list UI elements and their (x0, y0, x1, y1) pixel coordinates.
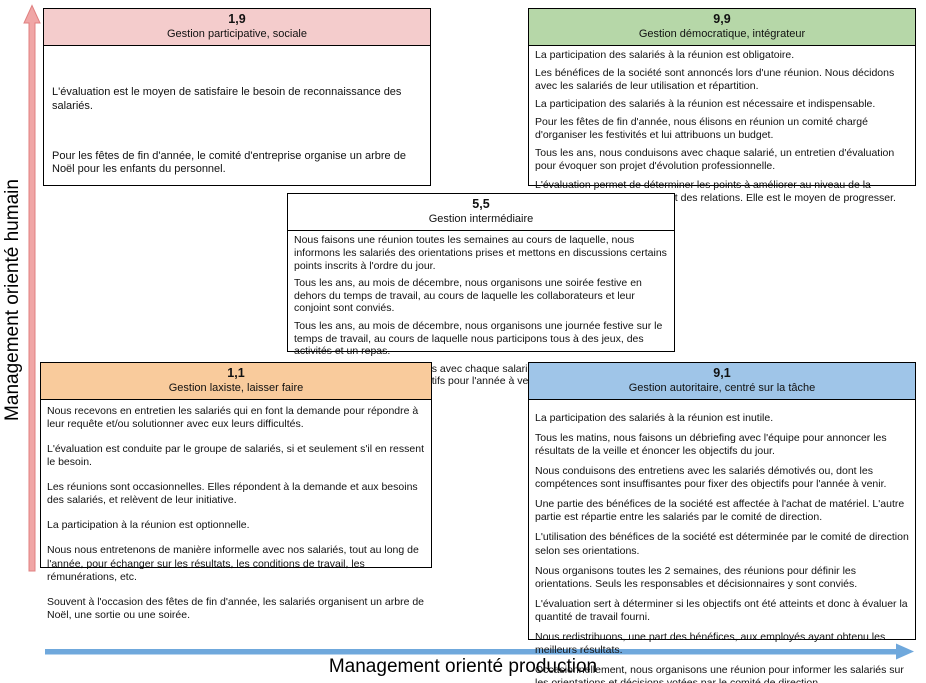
paragraph: Nous redistribuons, une part des bénéfic… (535, 630, 886, 656)
paragraph: La participation des salariés à la réuni… (535, 49, 795, 62)
paragraph: Les réunions sont occasionnelles. Elles … (47, 481, 418, 507)
paragraph: Les bénéfices de la société sont annoncé… (535, 67, 895, 93)
y-axis-arrow-icon (23, 4, 41, 572)
quadrant-5-5-intermediaire: 5,5 Gestion intermédiaire Nous faisons u… (287, 193, 675, 387)
quadrant-body: La participation des salariés à la réuni… (529, 400, 915, 683)
paragraph: Nous conduisons des entretiens avec les … (535, 465, 887, 491)
quadrant-9-1-autoritaire: 9,1 Gestion autoritaire, centré sur la t… (528, 362, 916, 683)
paragraph: Tous les ans, nous conduisons avec chaqu… (535, 147, 895, 173)
paragraph: L'évaluation est conduite par le groupe … (47, 443, 424, 469)
quadrant-header: 9,9 Gestion démocratique, intégrateur (529, 9, 915, 47)
quadrant-score: 9,1 (713, 366, 731, 380)
paragraph: Nous faisons une réunion toutes les sema… (294, 234, 667, 272)
quadrant-score: 1,9 (228, 12, 246, 26)
paragraph: L'évaluation sert à déterminer si les ob… (535, 597, 908, 623)
paragraph: Nous nous entretenons de manière informe… (47, 544, 419, 583)
y-axis-label: Management orienté humain (2, 179, 23, 421)
paragraph: Tous les ans, au mois de décembre, nous … (294, 277, 642, 315)
paragraph: Tous les ans, au mois de décembre, nous … (294, 319, 663, 358)
paragraph: Occasionnellement, nous organisons une r… (535, 663, 904, 683)
paragraph: La participation des salariés à la réuni… (535, 98, 876, 111)
paragraph: Nous organisons toutes les 2 semaines, d… (535, 564, 858, 590)
quadrant-title: Gestion intermédiaire (428, 212, 534, 225)
x-axis-arrow-icon (45, 643, 914, 660)
paragraph: Nous recevons en entretien les salariés … (47, 405, 419, 431)
quadrant-title: Gestion démocratique, intégrateur (638, 27, 806, 40)
quadrant-score: 5,5 (472, 197, 490, 211)
quadrant-title: Gestion laxiste, laisser faire (168, 381, 304, 394)
quadrant-header: 1,9 Gestion participative, sociale (44, 9, 430, 47)
y-axis-arrow-shape (23, 4, 41, 572)
quadrant-body: L'évaluation est le moyen de satisfaire … (44, 46, 430, 181)
paragraph: La participation des salariés à la réuni… (535, 412, 774, 425)
quadrant-body: La participation des salariés à la réuni… (529, 46, 915, 207)
quadrant-header: 5,5 Gestion intermédiaire (288, 194, 674, 232)
quadrant-title: Gestion autoritaire, centré sur la tâche (628, 381, 816, 394)
quadrant-9-9-democratique: 9,9 Gestion démocratique, intégrateur La… (528, 8, 916, 204)
quadrant-score: 9,9 (713, 12, 731, 26)
x-axis-arrow-shape (45, 643, 914, 660)
paragraph: L'utilisation des bénéfices de la sociét… (535, 531, 909, 557)
paragraph: Tous les matins, nous faisons un débrief… (535, 432, 887, 458)
quadrant-score: 1,1 (227, 366, 245, 380)
quadrant-1-1-laxiste: 1,1 Gestion laxiste, laisser faire Nous … (40, 362, 432, 621)
quadrant-body: Nous recevons en entretien les salariés … (41, 400, 431, 625)
paragraph: Souvent à l'occasion des fêtes de fin d'… (47, 595, 425, 621)
paragraph: L'évaluation est le moyen de satisfaire … (52, 86, 402, 112)
paragraph: Pour les fêtes de fin d'année, le comité… (52, 149, 406, 176)
quadrant-1-9-participative: 1,9 Gestion participative, sociale L'éva… (43, 8, 431, 186)
paragraph: Pour les fêtes de fin d'année, nous élis… (535, 116, 868, 142)
x-axis-label: Management orienté production (328, 656, 598, 677)
quadrant-title: Gestion participative, sociale (166, 27, 307, 40)
paragraph: La participation à la réunion est option… (47, 519, 250, 532)
quadrant-header: 9,1 Gestion autoritaire, centré sur la t… (529, 363, 915, 401)
quadrant-header: 1,1 Gestion laxiste, laisser faire (41, 363, 431, 401)
paragraph: Une partie des bénéfices de la société e… (535, 498, 905, 524)
